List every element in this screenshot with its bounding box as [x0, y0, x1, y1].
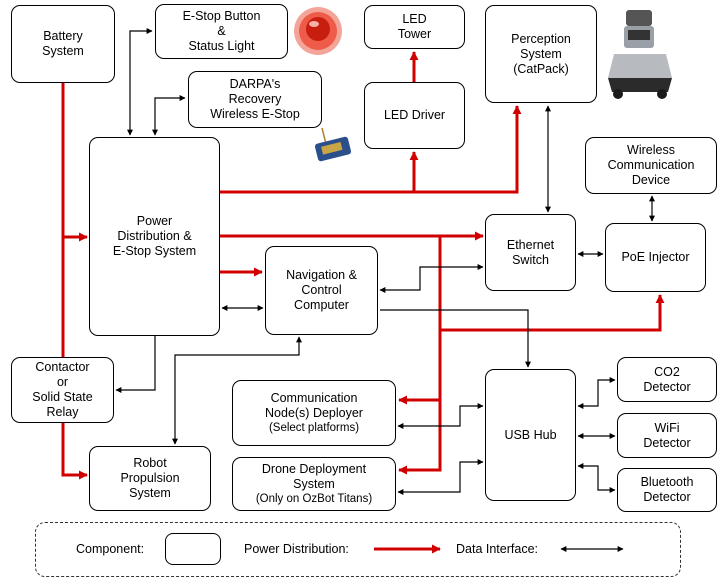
data-distribution-to-estop	[127, 28, 153, 136]
node-label: Robot	[133, 456, 167, 470]
node-label: Relay	[46, 405, 79, 419]
node-label: Wireless E-Stop	[210, 107, 300, 121]
node-label: Node(s) Deployer	[265, 405, 363, 420]
estop-button-node: E-Stop Button&Status Light	[155, 4, 288, 59]
node-label: &	[217, 24, 226, 38]
node-label: Battery	[43, 29, 83, 43]
power-battery-to-propulsion	[61, 237, 88, 480]
node-label: System	[520, 46, 562, 61]
data-usb-to-bluetooth	[577, 463, 616, 493]
power-to-perception	[220, 105, 522, 194]
legend-power-label: Power Distribution:	[244, 542, 349, 556]
node-label: DARPA's	[229, 77, 281, 91]
node-label: or	[56, 375, 69, 389]
node-label: Control	[301, 283, 342, 297]
node-label: Communication	[607, 158, 695, 172]
led-driver-node: LED Driver	[364, 82, 465, 149]
usb-hub-node: USB Hub	[485, 369, 576, 501]
data-distribution-to-darpa	[152, 95, 186, 136]
node-label: Contactor	[35, 360, 90, 374]
data-usb-to-co2	[577, 377, 616, 409]
node-label: Navigation &	[286, 268, 357, 282]
lidar-sensor-image	[608, 10, 672, 99]
node-label: Propulsion	[120, 471, 180, 485]
data-usb-to-comm-deployer	[397, 403, 484, 429]
poe-injector-node: PoE Injector	[605, 223, 706, 292]
node-label: Status Light	[188, 39, 255, 53]
node-label: Drone Deployment	[261, 461, 367, 476]
data-navigation-to-propulsion	[172, 336, 302, 445]
data-switch-to-navigation	[379, 264, 484, 293]
data-usb-to-drone	[397, 459, 484, 495]
node-label: Detector	[643, 379, 691, 394]
data-interface-lines	[115, 28, 655, 495]
node-label: Solid State	[32, 390, 93, 404]
node-label: System	[129, 486, 171, 500]
node-sublabel: (Select platforms)	[268, 421, 360, 434]
node-label: WiFi	[654, 420, 680, 435]
node-label: Switch	[512, 252, 549, 267]
node-label: System	[293, 476, 335, 491]
node-label: Detector	[643, 490, 691, 504]
node-label: Wireless	[627, 143, 675, 157]
node-sublabel: (Only on OzBot Titans)	[255, 492, 373, 505]
wireless-estop-radio-image	[314, 127, 352, 162]
data-navigation-to-usb	[380, 309, 531, 368]
node-label: Distribution &	[117, 229, 192, 243]
node-label: Computer	[294, 298, 349, 312]
legend-data-label: Data Interface:	[456, 542, 538, 556]
legend-component-swatch	[165, 533, 221, 565]
node-label: LED	[402, 12, 427, 26]
node-label: PoE Injector	[621, 250, 690, 264]
node-label: Perception	[511, 31, 571, 46]
power-distribution-lines	[61, 51, 665, 480]
node-label: System	[42, 44, 84, 58]
node-label: Power	[136, 214, 173, 228]
node-label: CO2	[654, 364, 680, 379]
node-label: Detector	[643, 435, 691, 450]
node-label: LED Driver	[383, 108, 446, 122]
node-label: Ethernet	[506, 237, 555, 252]
node-label: Communication	[270, 390, 358, 405]
node-label: USB Hub	[504, 427, 557, 442]
legend-component-label: Component:	[76, 542, 145, 556]
data-distribution-to-contactor	[115, 336, 156, 393]
estop-beacon-image	[294, 7, 342, 55]
node-label: (CatPack)	[513, 61, 569, 76]
node-label: Recovery	[228, 92, 282, 106]
node-label: Tower	[397, 27, 432, 41]
node-label: Device	[631, 173, 671, 187]
node-label: Bluetooth	[640, 475, 694, 489]
node-label: E-Stop System	[112, 244, 197, 258]
legend	[35, 522, 681, 577]
node-label: E-Stop Button	[182, 9, 261, 23]
